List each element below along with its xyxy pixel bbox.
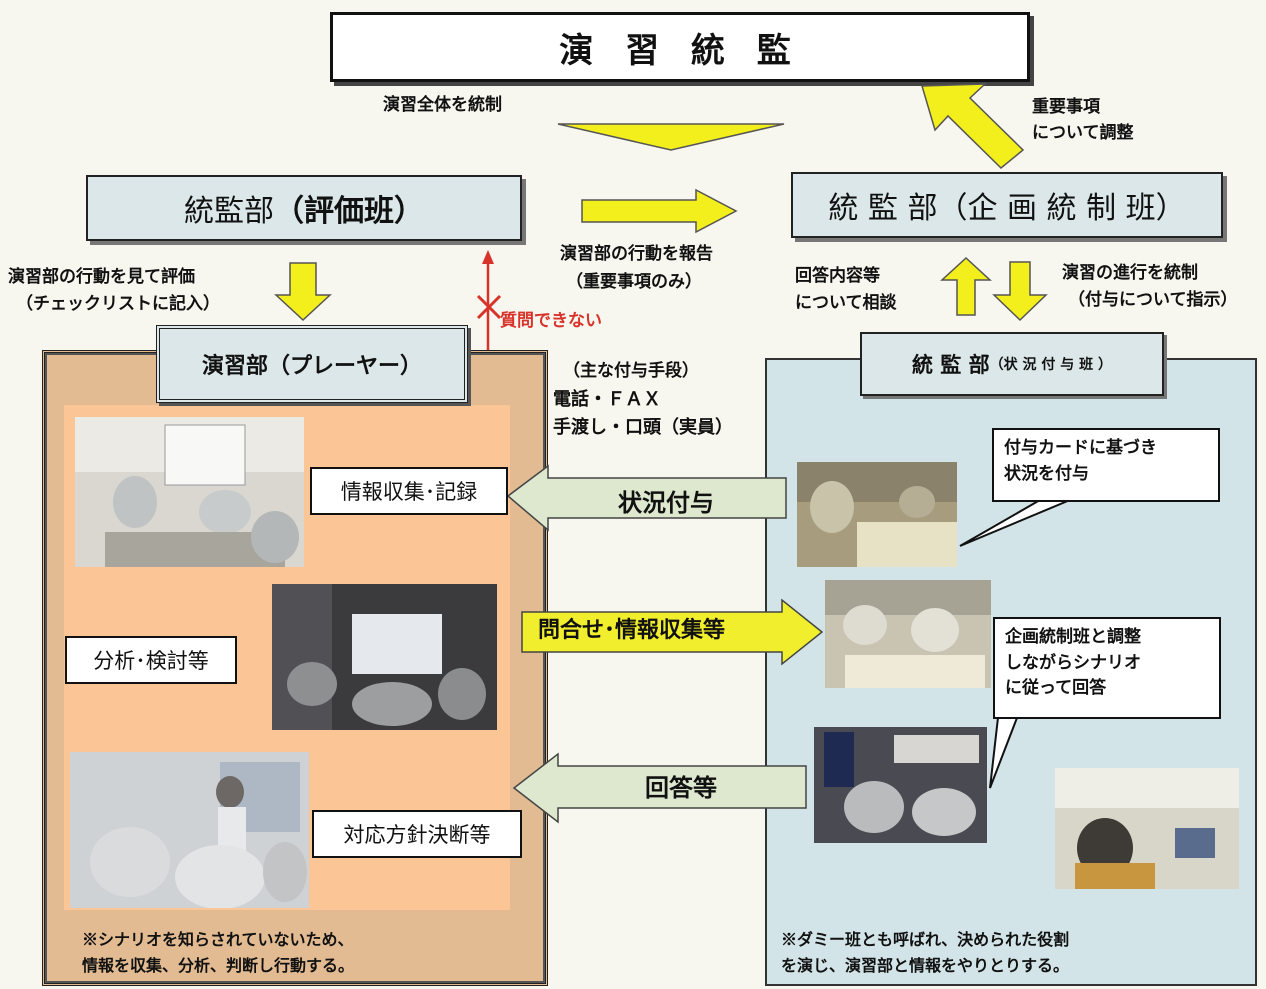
photo-situation-4 (1055, 768, 1239, 889)
evaluate-text-1: 演習部の行動を見て評価 (8, 267, 195, 287)
consult-text-2: について相談 (795, 293, 897, 313)
report-text-1: 演習部の行動を報告 (560, 244, 713, 264)
evaluation-team-label-b: （評価班） (274, 194, 424, 229)
adjust-text-2: について調整 (1032, 123, 1134, 143)
down-arrow-evaluate (274, 262, 332, 322)
means-text-3: 手渡し・口頭（実員） (553, 417, 733, 438)
evaluation-team-box: 統監部 （評価班） (86, 175, 522, 241)
step-analysis: 分析･検討等 (65, 636, 237, 684)
evaluation-team-label-a: 統監部 (184, 194, 274, 229)
situation-note-1: ※ダミー班とも呼ばれ、決められた役割 (781, 930, 1070, 949)
report-text-2: （重要事項のみ） (566, 272, 702, 292)
photo-situation-2 (825, 580, 991, 688)
situation-give-label: 状況付与 (618, 489, 714, 517)
diagonal-up-arrow-adjust (921, 83, 1025, 170)
inquiry-label: 問合せ･情報収集等 (538, 618, 726, 643)
situation-note-2: を演じ、演習部と情報をやりとりする。 (781, 956, 1070, 975)
step-info-collection: 情報収集･記録 (310, 467, 508, 515)
up-arrow-consult (940, 256, 992, 316)
photo-player-1 (75, 417, 304, 567)
planning-control-team-label: 統 監 部（企 画 統 制 班） (828, 191, 1186, 226)
answer-label: 回答等 (645, 774, 717, 802)
control-progress-text-1: 演習の進行を統制 (1062, 263, 1198, 283)
control-all-text: 演習全体を統制 (383, 95, 502, 115)
step-decision: 対応方針決断等 (312, 810, 522, 858)
left-arrow-situation (506, 464, 787, 532)
consult-text-1: 回答内容等 (795, 266, 880, 286)
exercise-director-title: 演 習 統 監 (559, 30, 801, 71)
callout-answer-scenario: 企画統制班と調整 しながらシナリオ に従って回答 (993, 617, 1221, 719)
player-header-box: 演習部（プレーヤー） (156, 325, 468, 403)
means-text-1: （主な付与手段） (563, 361, 699, 381)
left-arrow-answer (512, 752, 807, 824)
photo-situation-1 (797, 462, 957, 567)
means-text-2: 電話・ＦＡＸ (553, 389, 661, 410)
photo-situation-3 (814, 727, 987, 843)
exercise-director-box: 演 習 統 監 (330, 12, 1030, 82)
player-note-2: 情報を収集、分析、判断し行動する。 (82, 956, 355, 975)
situation-team-header-box: 統 監 部 （状 況 付 与 班 ） (860, 332, 1164, 396)
planning-control-team-box: 統 監 部（企 画 統 制 班） (791, 172, 1223, 238)
evaluate-text-2: （チェックリストに記入） (16, 294, 220, 314)
photo-player-2 (272, 584, 497, 730)
situation-team-header-b: （状 況 付 与 班 ） (989, 357, 1112, 373)
player-note-1: ※シナリオを知らされていないため、 (82, 930, 354, 949)
adjust-text-1: 重要事項 (1032, 97, 1100, 117)
down-arrow-control (557, 123, 785, 151)
control-progress-text-2: （付与について指示） (1068, 290, 1238, 310)
down-arrow-control-progress (992, 261, 1048, 322)
photo-player-3 (70, 752, 309, 908)
right-arrow-inquiry (521, 598, 824, 666)
right-arrow-report (581, 188, 738, 234)
situation-team-header-a: 統 監 部 (912, 352, 990, 377)
no-question-text: 質問できない (500, 311, 602, 331)
player-header-label: 演習部（プレーヤー） (201, 353, 422, 379)
callout-situation-give: 付与カードに基づき 状況を付与 (992, 428, 1220, 502)
